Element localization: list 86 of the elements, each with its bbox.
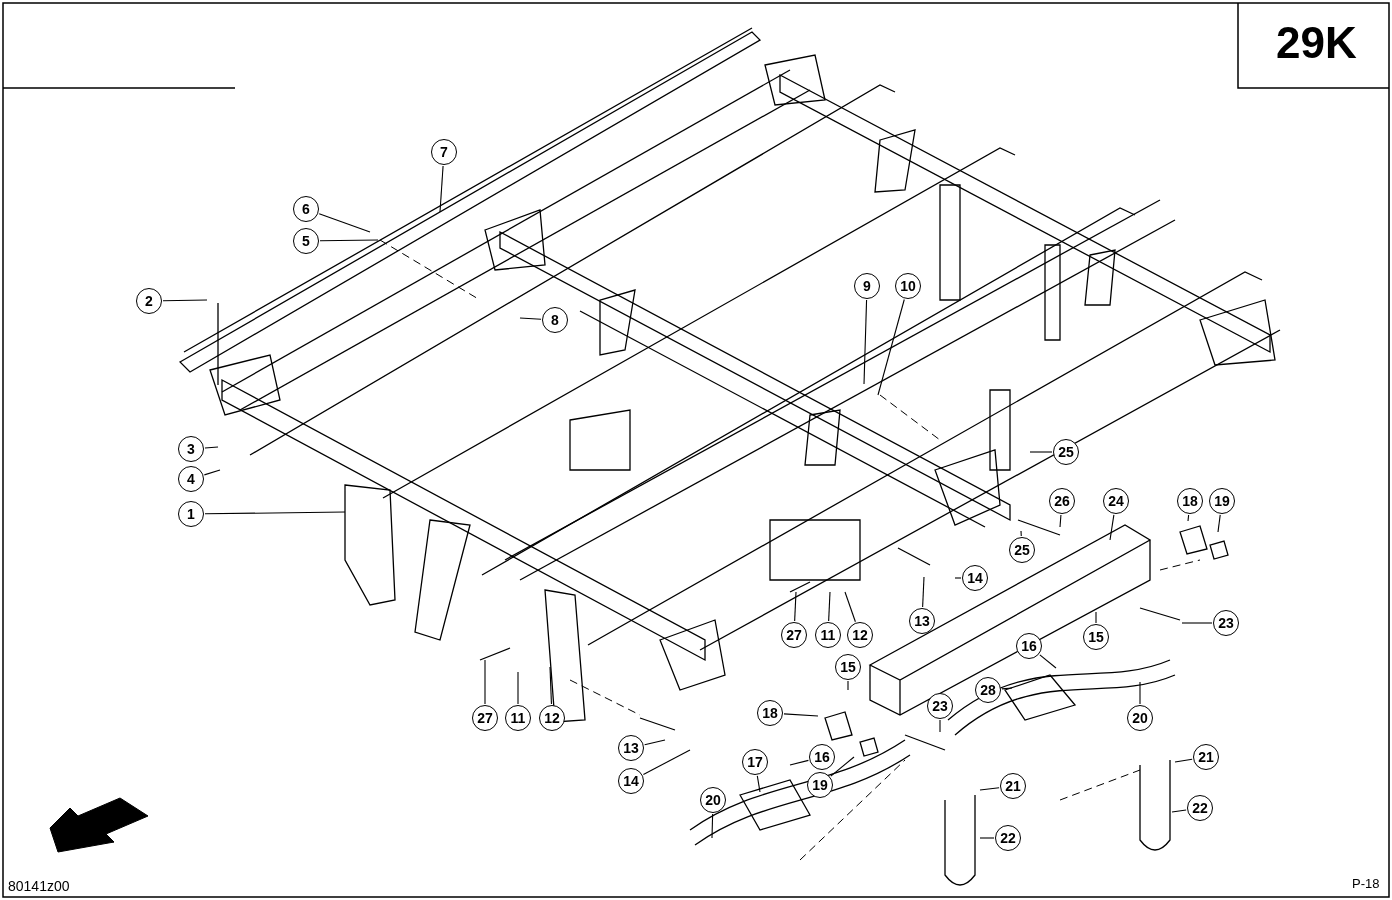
callout-number: 11 [505, 705, 531, 731]
leader-line [789, 759, 809, 766]
leader-line [711, 813, 714, 839]
leader-line [319, 239, 379, 242]
leader-line [828, 591, 831, 622]
leader-line [644, 739, 666, 746]
callout-number: 25 [1009, 537, 1035, 563]
callout-number: 27 [472, 705, 498, 731]
leader-line [1109, 514, 1115, 541]
callout-number: 23 [927, 693, 953, 719]
callout-number: 3 [178, 436, 204, 462]
callout-number: 22 [1187, 795, 1213, 821]
callout-number: 6 [293, 196, 319, 222]
callout-number: 7 [431, 139, 457, 165]
leader-line [1174, 758, 1193, 763]
leader-line [439, 165, 444, 213]
callout-number: 18 [757, 700, 783, 726]
callout-number: 20 [1127, 705, 1153, 731]
leader-line [484, 659, 486, 705]
callout-number: 9 [854, 273, 880, 299]
leader-line [954, 577, 962, 579]
leader-line [162, 299, 208, 302]
leader-line [318, 213, 371, 233]
leader-line [1181, 622, 1213, 624]
callout-number: 16 [1016, 633, 1042, 659]
callout-number: 25 [1053, 439, 1079, 465]
callout-number: 4 [178, 466, 204, 492]
callout-number: 24 [1103, 488, 1129, 514]
leader-line [642, 749, 691, 776]
callout-number: 13 [618, 735, 644, 761]
callout-number: 15 [1083, 624, 1109, 650]
leader-line [830, 756, 855, 777]
callout-number: 18 [1177, 488, 1203, 514]
leader-line [1095, 611, 1097, 624]
leader-line [783, 713, 819, 717]
drawing-number: 80141z00 [8, 878, 70, 894]
callout-number: 14 [962, 565, 988, 591]
callout-number: 5 [293, 228, 319, 254]
callout-number: 2 [136, 288, 162, 314]
leader-line [549, 666, 552, 705]
callout-number: 23 [1213, 610, 1239, 636]
leader-line [877, 298, 905, 396]
callout-number: 16 [809, 744, 835, 770]
page-number: P-18 [1352, 876, 1380, 891]
page-code: 29K [1276, 18, 1357, 68]
leader-line [1020, 530, 1022, 537]
leader-line [844, 591, 856, 623]
callout-number: 15 [835, 654, 861, 680]
callout-number: 11 [815, 622, 841, 648]
callout-number: 12 [847, 622, 873, 648]
leader-line [794, 591, 797, 622]
callout-number: 22 [995, 825, 1021, 851]
leader-line [939, 719, 941, 733]
leader-line [979, 837, 995, 839]
leader-line [756, 775, 761, 793]
leader-line [1059, 514, 1062, 528]
callout-number: 21 [1000, 773, 1026, 799]
leader-line [979, 787, 1000, 791]
leader-line [517, 671, 519, 705]
leader-line [519, 317, 542, 320]
callout-number: 1 [178, 501, 204, 527]
leader-line [203, 469, 221, 476]
leader-line [204, 446, 219, 449]
callout-number: 17 [742, 749, 768, 775]
leader-line [1139, 681, 1141, 705]
leader-line [1187, 514, 1190, 522]
leader-line [1029, 451, 1053, 453]
callout-number: 28 [975, 677, 1001, 703]
leader-line [922, 576, 925, 608]
leader-line [847, 680, 849, 691]
callout-number: 14 [618, 768, 644, 794]
leader-line [1171, 809, 1187, 813]
callout-number: 12 [539, 705, 565, 731]
leader-line [1217, 514, 1221, 533]
callout-number: 19 [1209, 488, 1235, 514]
callout-number: 10 [895, 273, 921, 299]
callout-number: 27 [781, 622, 807, 648]
callout-number: 20 [700, 787, 726, 813]
callout-number: 13 [909, 608, 935, 634]
callout-number: 8 [542, 307, 568, 333]
leader-line [204, 511, 346, 515]
callout-number: 19 [807, 772, 833, 798]
leader-line [1039, 654, 1057, 669]
callout-number: 21 [1193, 744, 1219, 770]
leader-line [863, 299, 868, 385]
callout-number: 26 [1049, 488, 1075, 514]
